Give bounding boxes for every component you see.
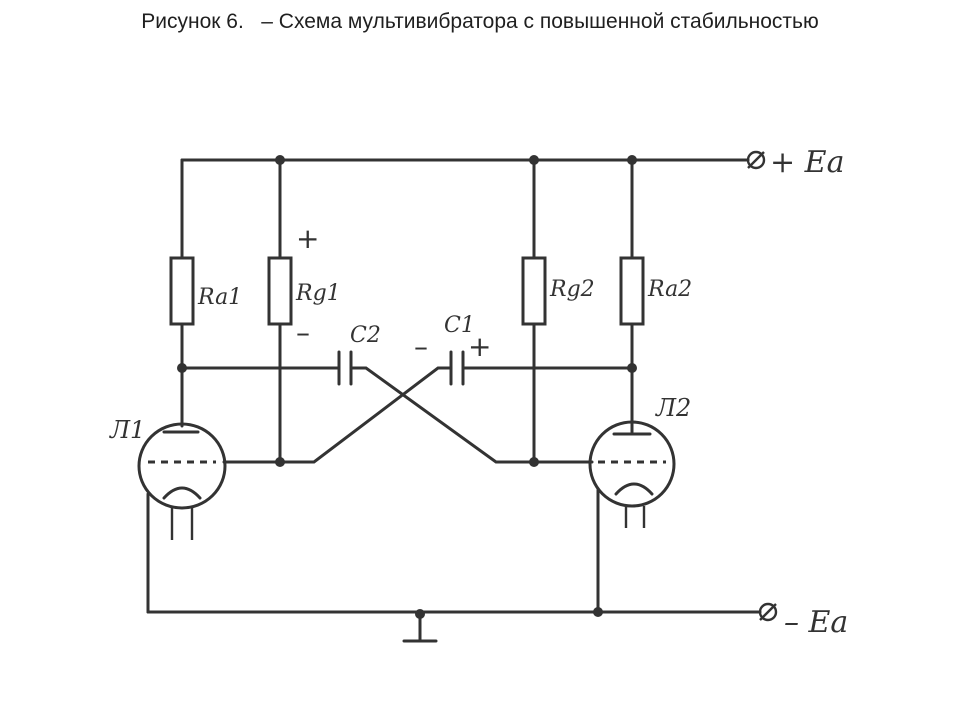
resistor-rg1 [267,256,293,326]
resistor-rg2 [521,256,547,326]
label-c2: C2 [350,323,381,348]
negative-terminal [758,602,778,622]
c1-plus-sign: + [468,330,491,363]
page-title: Рисунок 6. – Схема мультивибратора с пов… [141,10,819,33]
label-ra2: Ra2 [647,277,692,302]
junction-dot [529,155,539,165]
positive-terminal [746,150,766,170]
junction-dot [177,363,187,373]
junction-dot [593,607,603,617]
resistor-ra1 [169,256,195,326]
junction-dot [275,155,285,165]
tube-l1 [137,422,227,540]
label-c1: C1 [444,313,475,338]
rg1-plus-sign: + [296,222,319,255]
label-tube-l2: Л2 [655,394,691,422]
tube-l2 [588,420,676,528]
junction-dot [275,457,285,467]
label-tube-l1: Л1 [109,416,145,444]
c1-minus-sign: – [414,330,428,363]
c1-to-grid1-wire [278,366,453,464]
rg1-minus-sign: – [296,316,310,349]
c2-to-grid2-wire [349,366,536,464]
label-ra1: Ra1 [197,285,242,310]
junction-dot [529,457,539,467]
junction-dot [627,363,637,373]
junction-dot [627,155,637,165]
junction-dot [415,609,425,619]
label-rg1: Rg1 [295,281,341,306]
resistor-ra2 [619,256,645,326]
label-rg2: Rg2 [549,277,595,302]
label-plus-ea: + Eа [770,145,844,180]
label-minus-ea: – Eа [784,605,848,640]
